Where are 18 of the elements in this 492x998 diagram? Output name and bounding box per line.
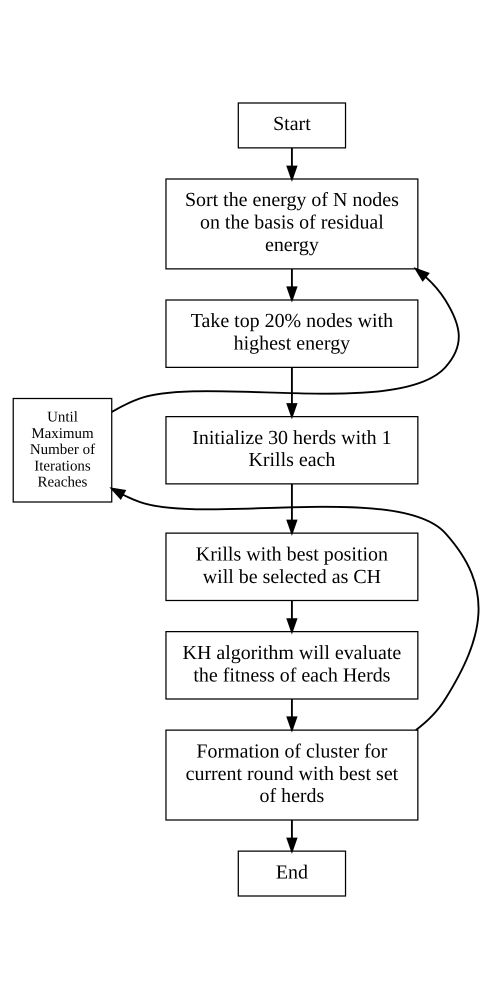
arrow [286,484,298,536]
node-box: Formation of cluster for current round with best set of herds [165,729,418,820]
arrow [286,600,298,634]
node-box: Initialize 30 herds with 1 Krills each [165,415,418,484]
arrow [286,268,298,302]
node-box: Krills with best position will be selected as CH [165,532,418,601]
arrow [286,148,298,182]
node-box: End [238,850,346,896]
node-box: Sort the energy of N nodes on the basis of residual energy [165,178,418,269]
arrow [286,698,298,732]
node-box: Take top 20% nodes with highest energy [165,298,418,368]
arrow [111,266,460,412]
node-box: KH algorithm will evaluate the fitness of each Herds [165,630,418,700]
node-box: Until Maximum Number of Iterations Reaches [12,397,112,502]
node-box: Start [238,102,346,148]
arrow [286,820,298,854]
arrow [286,367,298,419]
arrow [109,486,480,730]
